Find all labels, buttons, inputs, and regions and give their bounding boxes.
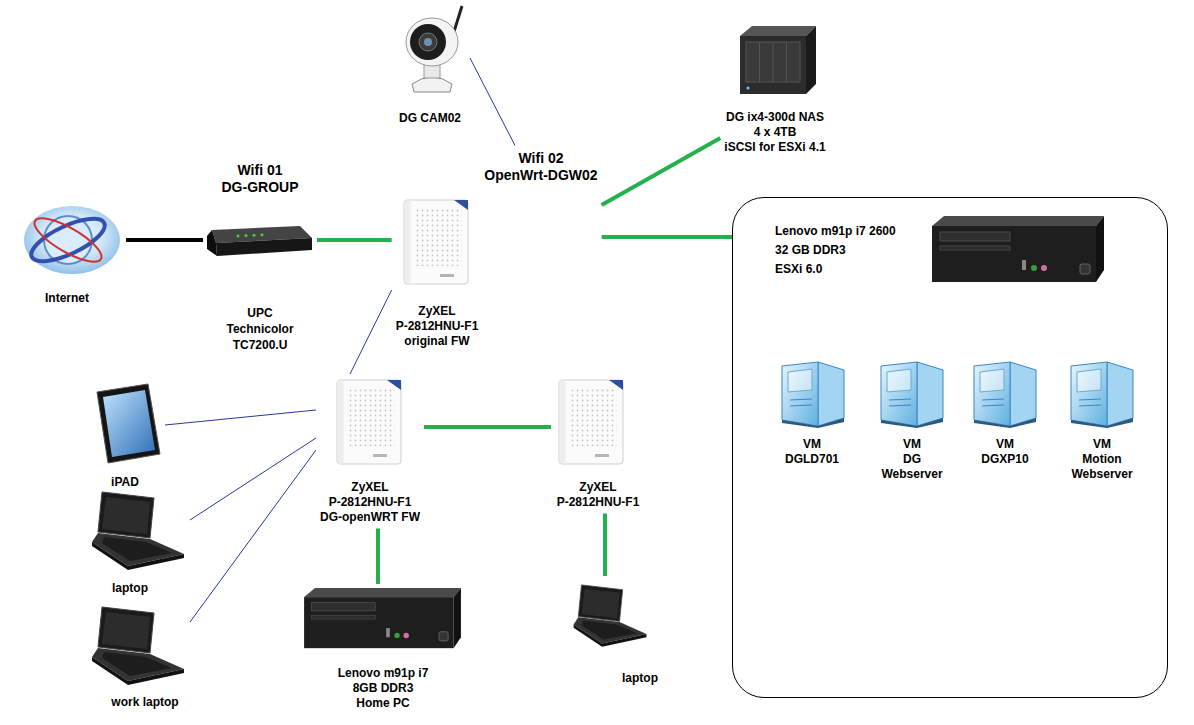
nas-device [740,26,816,36]
cable-modem [207,226,312,256]
network-link [190,450,316,622]
network-node: VM DGXP10 [966,356,1044,471]
network-node: work laptop [86,601,190,714]
desktop-icon [304,588,461,648]
vm-icon [1071,362,1133,428]
device-label: VM DGLD701 [785,437,839,467]
network-node: DG CAM02 [395,0,470,130]
network-node: laptop [568,576,662,690]
device-label: ZyXEL P-2812HNU-F1 original FW [396,304,479,349]
device-label: VM DG Webserver [881,437,942,482]
device-label: work laptop [111,695,178,710]
network-node: iPAD [91,380,165,494]
network-node: Internet [18,201,126,310]
internet-globe [26,210,110,269]
nas-device [786,42,787,82]
device-label: ZyXEL P-2812HNU-F1 [557,480,640,510]
tablet-icon [97,384,160,463]
network-node: DG ix4-300d NAS 4 x 4TB iSCSI for ESXi 4… [720,20,829,159]
network-link [126,238,203,242]
ip-camera [410,24,446,60]
network-node: VM DG Webserver [873,356,951,486]
server-icon [932,216,1104,282]
network-link [424,425,551,429]
router-icon [404,200,468,284]
device-label: VM DGXP10 [981,437,1028,467]
device-label: iPAD [111,475,139,490]
cable-modem [207,230,217,256]
router-icon [337,380,401,464]
vm-icon [782,362,1133,428]
nas-device [746,42,800,82]
network-node: VM Motion Webserver [1063,356,1141,486]
tablet-icon [97,384,160,463]
server-icon [932,216,1104,282]
device-label: Lenovo m91p i7 2600 32 GB DDR3 ESXi 6.0 [775,222,896,279]
device-label: VM Motion Webserver [1071,437,1132,482]
nas-device [747,87,750,90]
network-link [603,514,607,577]
network-node: Lenovo m91p i7 8GB DDR3 Home PC [281,584,484,715]
ip-camera [406,6,462,92]
device-label: Internet [45,291,89,306]
network-node: ZyXEL P-2812HNU-F1 [551,374,643,514]
network-link [602,235,732,239]
network-link [376,529,380,585]
cable-modem [253,234,256,237]
laptop-icon [92,607,184,685]
network-node: Wifi 02 OpenWrt-DGW02ZyXEL P-2812HNU-F1 … [392,146,602,353]
device-label: laptop [622,671,658,686]
desktop-icon [304,588,461,648]
network-link [602,138,721,205]
laptop-icon [92,492,184,570]
network-link [165,410,316,425]
router-icon [559,380,623,464]
network-node: VM DGLD701 [774,356,852,471]
cable-modem [216,238,312,256]
nas-device [740,26,816,94]
network-node: Wifi 01 DG-GROUP UPC Technicolor TC7200.U [203,158,317,358]
network-link [350,290,392,374]
device-label: DG ix4-300d NAS 4 x 4TB iSCSI for ESXi 4… [724,110,825,155]
device-label: ZyXEL P-2812HNU-F1 DG-openWRT FW [320,480,420,525]
ip-camera [412,77,452,92]
cable-modem [245,234,248,237]
cable-modem [237,235,240,238]
device-label: laptop [112,581,148,596]
laptop-icon [574,585,647,647]
nas-device [773,42,774,82]
device-label: DG CAM02 [399,111,461,126]
vm-icon [782,362,844,428]
internet-globe [24,206,120,274]
nas-device [740,36,806,94]
device-label: Wifi 01 DG-GROUP [222,162,299,196]
tablet-icon [103,390,155,457]
ip-camera [406,18,458,66]
network-node: ZyXEL P-2812HNU-F1 DG-openWRT FW [316,374,424,529]
vm-icon [881,362,943,428]
internet-globe [24,206,120,274]
network-link [470,58,515,146]
internet-globe [29,211,107,270]
nas-device [806,26,816,94]
device-label: Wifi 02 OpenWrt-DGW02 [484,150,597,184]
nas-device [759,42,760,82]
network-link [190,438,316,520]
vm-icon [974,362,1036,428]
cable-modem [261,233,264,236]
host-frame: Lenovo m91p i7 2600 32 GB DDR3 ESXi 6.0V… [732,197,1168,698]
network-node: laptop [86,486,190,600]
device-label: Lenovo m91p i7 8GB DDR3 Home PC [338,666,429,711]
ip-camera [424,38,432,46]
ip-camera [419,33,437,51]
network-link [317,238,392,242]
device-label: UPC Technicolor TC7200.U [226,305,293,353]
